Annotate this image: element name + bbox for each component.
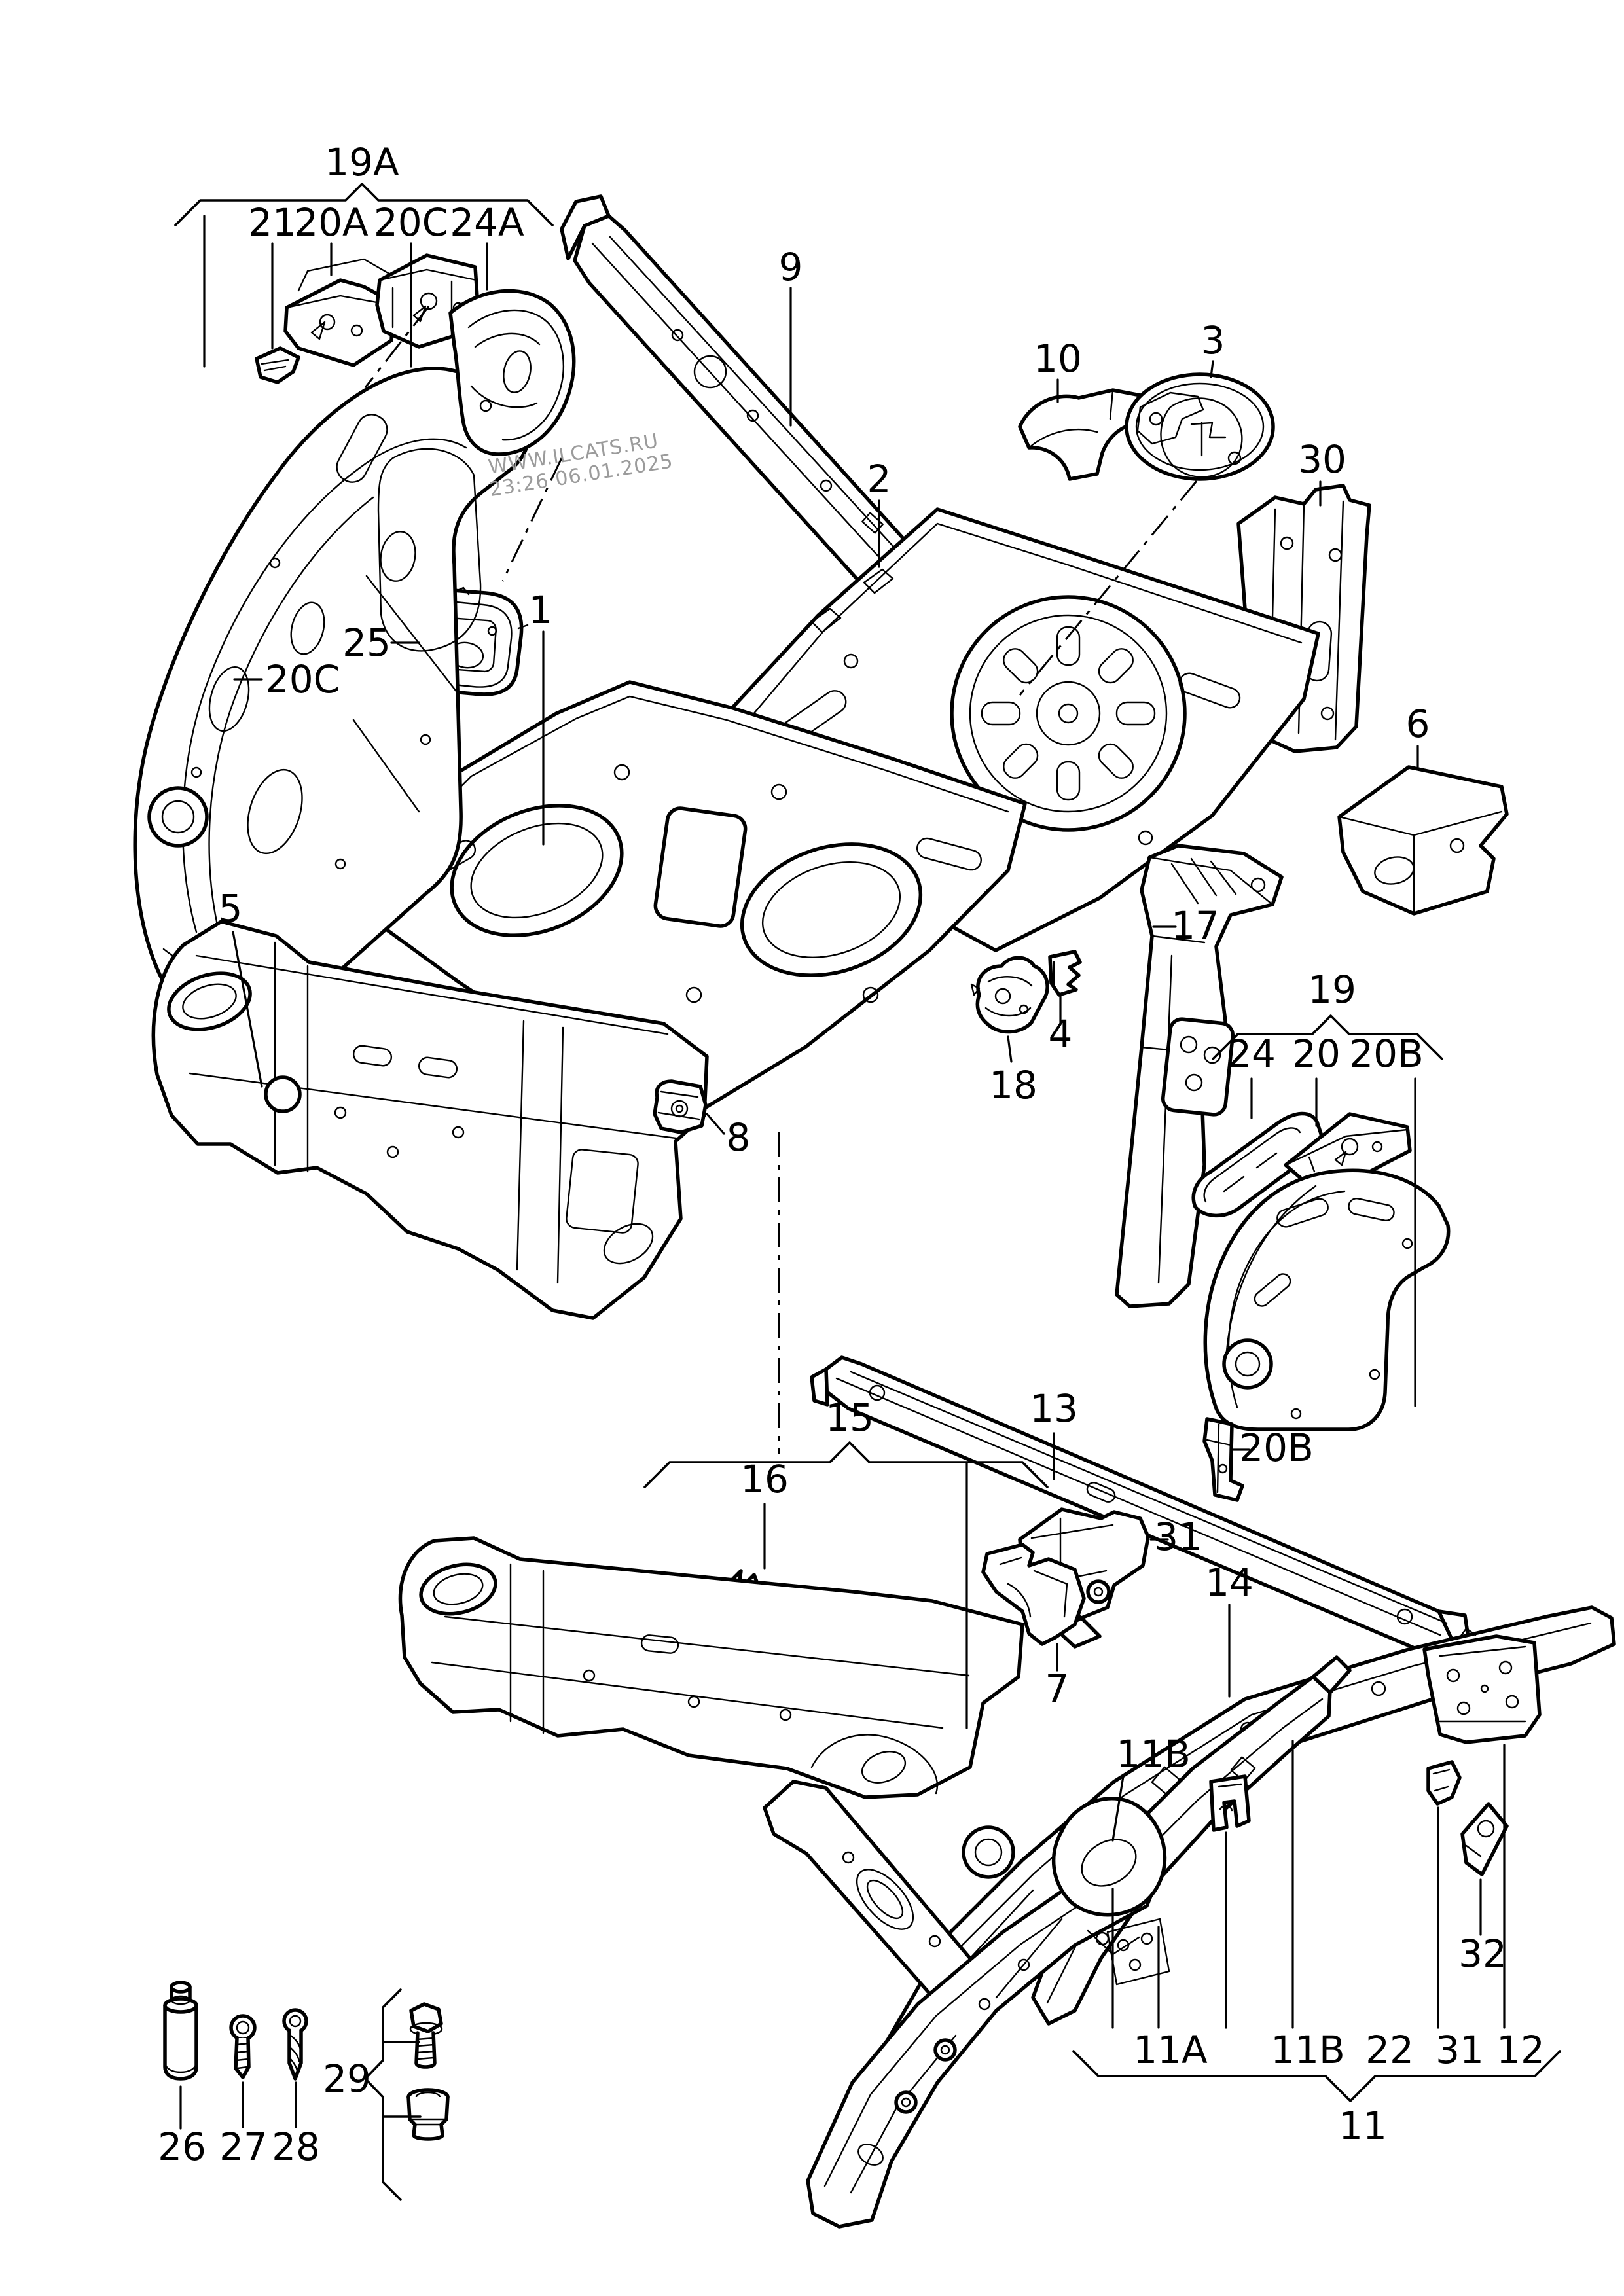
callout-20B-left[interactable]: 20B [1239,1426,1314,1470]
part-32-plate-drawing [1460,1802,1509,1876]
part-19A-wheelhouse-left-drawing [133,367,531,1023]
part-5-rear-panel-drawing [151,920,709,1320]
callout-21[interactable]: 21 [248,200,297,245]
callout-32[interactable]: 32 [1458,1931,1507,1976]
part-27-screw-drawing [229,2014,257,2079]
leader-lines [179,215,1506,2130]
callout-3[interactable]: 3 [1201,318,1225,363]
part-29-sleeve-drawing [406,2088,450,2141]
part-15-lower-crossmember-drawing [398,1536,1024,1799]
part-11A-member-assembly-drawing [763,1780,1170,2229]
callout-25[interactable]: 25 [342,620,391,665]
callout-14[interactable]: 14 [1205,1560,1254,1605]
callout-18[interactable]: 18 [989,1063,1038,1107]
part-10-bracket-drawing [1018,388,1142,481]
part-20B-bracket-left-drawing [1202,1417,1244,1502]
part-24A-shell-drawing [448,289,576,456]
callout-22[interactable]: 22 [1365,2028,1414,2072]
centerlines [364,306,1198,1454]
part-12-end-plate-drawing [1422,1627,1542,1744]
callout-7[interactable]: 7 [1045,1666,1070,1711]
callout-20C-top[interactable]: 20C [374,200,448,245]
callout-30[interactable]: 30 [1298,437,1346,482]
callout-8[interactable]: 8 [727,1115,751,1160]
callout-31-bottom[interactable]: 31 [1435,2028,1484,2072]
callout-11B-bottom[interactable]: 11B [1271,2028,1345,2072]
callout-5[interactable]: 5 [219,886,243,931]
part-8-bracket-drawing [653,1079,708,1134]
part-26-rivet-drawing [163,1981,198,2081]
callout-29[interactable]: 29 [323,2056,371,2101]
part-3-cover-drawing [1125,372,1275,481]
callout-11A[interactable]: 11A [1133,2028,1208,2072]
callout-27[interactable]: 27 [219,2125,268,2169]
callout-24[interactable]: 24 [1227,1031,1276,1076]
callout-17[interactable]: 17 [1171,903,1219,948]
callout-1[interactable]: 1 [529,588,553,632]
callout-20[interactable]: 20 [1292,1031,1341,1076]
part-19-wheelhouse-right-drawing [1203,1168,1451,1431]
part-22-clip-drawing [1209,1774,1251,1832]
callout-24A[interactable]: 24A [450,200,524,245]
part-18-mount-drawing [970,956,1049,1034]
callout-26[interactable]: 26 [158,2125,206,2169]
callout-19[interactable]: 19 [1308,967,1356,1012]
callout-15[interactable]: 15 [825,1395,874,1440]
callout-20C-left[interactable]: 20C [265,657,340,702]
part-17-pillar-reinforcement-drawing [1115,844,1284,1308]
part-7-bracket-drawing [981,1543,1086,1646]
callout-19A[interactable]: 19A [325,140,399,185]
callout-4[interactable]: 4 [1049,1012,1073,1056]
callout-10[interactable]: 10 [1034,336,1082,381]
part-20A-brackets-drawing [283,253,480,367]
callout-31-mid[interactable]: 31 [1154,1515,1202,1559]
callout-6[interactable]: 6 [1406,702,1430,746]
part-4-clip-drawing [1048,950,1082,997]
callout-13[interactable]: 13 [1030,1386,1078,1431]
callout-28[interactable]: 28 [272,2125,320,2169]
callout-12[interactable]: 12 [1496,2028,1545,2072]
callout-20B-row[interactable]: 20B [1349,1031,1424,1076]
part-21-clip-drawing [255,346,300,384]
part-6-tray-drawing [1337,765,1509,916]
callout-2[interactable]: 2 [867,457,892,501]
callout-16[interactable]: 16 [740,1457,789,1501]
callout-20A[interactable]: 20A [294,200,369,245]
part-29-bolt-drawing [409,2002,443,2069]
group-brackets [174,183,1561,2201]
callout-11[interactable]: 11 [1339,2104,1387,2148]
part-28-screw-drawing [282,2008,308,2081]
callout-9[interactable]: 9 [779,245,803,289]
part-31-bracket-bottom-drawing [1426,1760,1462,1806]
callout-11B-mid[interactable]: 11B [1116,1732,1191,1776]
